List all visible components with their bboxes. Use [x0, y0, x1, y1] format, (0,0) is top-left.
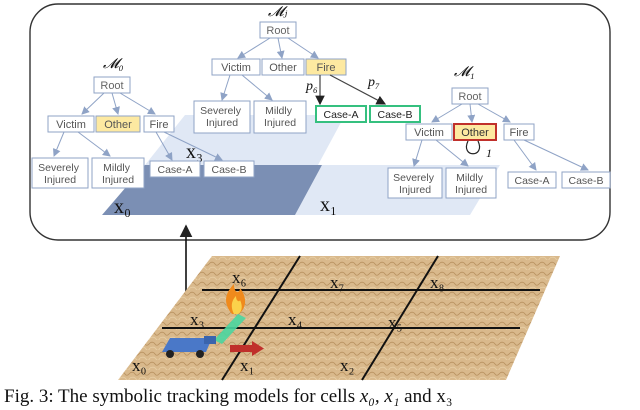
m0-case-b-label: Case-B	[211, 164, 246, 176]
m0-mildly-label: Mildly Injured	[102, 162, 134, 186]
mj-severely-label: Severely Injured	[200, 105, 244, 129]
m0-other-label: Other	[104, 119, 132, 131]
movement-arrow-icon	[230, 341, 264, 356]
injury-label-line2: Injured	[44, 174, 76, 186]
m0-victim-label: Victim	[56, 119, 86, 131]
figure-caption: Fig. 3: The symbolic tracking models for…	[0, 386, 640, 410]
m1-severely-node	[387, 167, 443, 199]
sensor-beam	[214, 314, 246, 344]
m1-fire-label: Fire	[510, 127, 529, 139]
mj-fire-node	[305, 58, 347, 76]
cell-label-x6: x₆	[232, 268, 247, 287]
cell-label-x2: x₂	[340, 356, 354, 375]
mj-prob-b: p₇	[367, 75, 380, 90]
model-mj-label: 𝓜ⱼ	[268, 5, 288, 20]
cell-label-x0: x₀	[132, 356, 147, 375]
m1-case-b-node	[561, 171, 611, 189]
mj-case-a-label: Case-A	[323, 109, 358, 121]
m0-fire-label: Fire	[150, 119, 169, 131]
m0-other-node	[95, 115, 141, 133]
mj-fire-label: Fire	[317, 62, 336, 74]
injury-label-line2: Injured	[206, 117, 238, 129]
plane-label-x3: x₃	[186, 141, 203, 163]
injury-label-line2: Injured	[399, 184, 431, 196]
m0-severely-node	[31, 157, 89, 189]
m1-mildly-label: Mildly Injured	[455, 172, 487, 196]
cell-label-x7: x₇	[330, 273, 345, 292]
model-m1-label: 𝓜₁	[454, 65, 475, 80]
model-mj: 𝓜ⱼ Root Victim Other Fire p₆ p₇ Severely…	[193, 5, 421, 134]
m1-case-a-node	[507, 171, 557, 189]
injury-label-line2: Injured	[264, 117, 296, 129]
m1-case-a-label: Case-A	[514, 175, 549, 187]
mj-mildly-label: Mildly Injured	[264, 105, 296, 129]
model-m0-label: 𝓜₀	[103, 57, 124, 72]
cell-label-x1: x₁	[240, 356, 254, 375]
m0-severely-label: Severely Injured	[38, 162, 82, 186]
mj-victim-label: Victim	[221, 62, 251, 74]
cell-label-x4: x₄	[288, 310, 303, 329]
model-m0: 𝓜₀ Root Victim Other Fire Severely Injur…	[31, 57, 255, 189]
m0-root-label: Root	[100, 80, 123, 92]
m1-victim-label: Victim	[414, 127, 444, 139]
plane-label-x1: x₁	[320, 194, 337, 216]
m0-mildly-node	[91, 157, 145, 189]
caption-prefix: Fig. 3: The symbolic tracking models for…	[4, 386, 356, 407]
m0-victim-node	[47, 115, 95, 133]
m1-other-node	[453, 123, 497, 141]
m1-fire-node	[503, 123, 535, 141]
mj-case-a-node	[315, 105, 367, 123]
mj-case-b-label: Case-B	[377, 109, 412, 121]
robot-icon	[162, 336, 216, 358]
caption-cells: x₀, x₁	[359, 386, 400, 407]
m0-case-a-label: Case-A	[157, 164, 192, 176]
m0-case-b-node	[203, 160, 255, 178]
m0-fire-node	[143, 115, 175, 133]
m0-case-a-node	[149, 160, 201, 178]
fire-icon	[226, 284, 246, 314]
cell-label-x5: x₅	[388, 313, 403, 332]
mj-severely-node	[193, 100, 251, 134]
m1-other-label: Other	[461, 127, 489, 139]
cell-label-x8: x₈	[430, 273, 445, 292]
plane-label-x0: x₀	[114, 196, 131, 218]
m1-self-loop	[465, 140, 481, 155]
mj-other-label: Other	[269, 62, 297, 74]
caption-suffix: and x₃	[404, 386, 453, 407]
mj-root-label: Root	[266, 25, 289, 37]
mj-mildly-node	[253, 100, 307, 134]
cell-label-x3: x₃	[190, 310, 205, 329]
m1-mildly-node	[445, 167, 497, 199]
terrain-surface	[118, 256, 560, 380]
m1-victim-node	[405, 123, 453, 141]
m1-severely-label: Severely Injured	[393, 172, 437, 196]
mj-case-b-node	[369, 105, 421, 123]
mj-prob-a: p₆	[305, 79, 318, 94]
terrain-grid: x₆ x₇ x₈ x₃ x₄ x₅ x₀ x₁ x₂	[118, 255, 560, 381]
injury-label-line2: Injured	[455, 184, 487, 196]
mj-victim-node	[211, 58, 261, 76]
mj-other-node	[261, 58, 305, 76]
model-m1: 𝓜₁ Root Victim Other Fire 1 Severely Inj…	[387, 65, 611, 199]
injury-label-line2: Injured	[102, 174, 134, 186]
m1-self-loop-label: 1	[486, 146, 492, 160]
m1-case-b-label: Case-B	[568, 175, 603, 187]
m1-root-label: Root	[458, 91, 481, 103]
